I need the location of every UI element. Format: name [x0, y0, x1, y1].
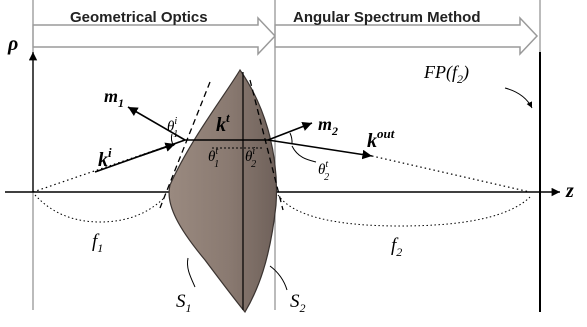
- f1-bracket: [34, 194, 166, 223]
- m2-arrow: [267, 121, 313, 141]
- lens-body: [168, 68, 278, 314]
- ki-label: ki: [98, 145, 112, 171]
- fp-label: FP(f2): [423, 62, 469, 86]
- m1-label: m1: [104, 86, 124, 110]
- ki-arrow-direction: [139, 142, 176, 157]
- kt-label: kt: [216, 110, 230, 136]
- angular-spectrum-label: Angular Spectrum Method: [293, 9, 481, 26]
- f2-label: f2: [391, 235, 402, 259]
- rho-axis-label: ρ: [7, 33, 18, 55]
- m1-arrow: [127, 106, 186, 141]
- z-axis-label: z: [565, 180, 574, 202]
- theta2t-arc: [289, 132, 293, 145]
- kout-dotted: [371, 155, 531, 193]
- geometrical-optics-label: Geometrical Optics: [70, 9, 208, 26]
- fp-pointer: [504, 87, 533, 109]
- theta1i-arc: [170, 133, 175, 147]
- m2-label: m2: [318, 114, 338, 138]
- f1-label: f1: [92, 231, 103, 255]
- kout-arrow: [267, 139, 373, 160]
- s1-label: S1: [176, 291, 192, 315]
- s2-label: S2: [290, 291, 306, 315]
- angular-spectrum-banner-arrow: [274, 16, 539, 56]
- theta2t-pointer: [291, 145, 317, 163]
- f2-bracket: [277, 194, 531, 227]
- s2-pointer: [269, 265, 288, 291]
- tangent-s1: [159, 81, 211, 209]
- kout-label: kout: [367, 126, 395, 152]
- tangent-s2: [249, 79, 284, 211]
- geometrical-optics-banner-arrow: [32, 16, 277, 56]
- s1-pointer: [187, 257, 196, 288]
